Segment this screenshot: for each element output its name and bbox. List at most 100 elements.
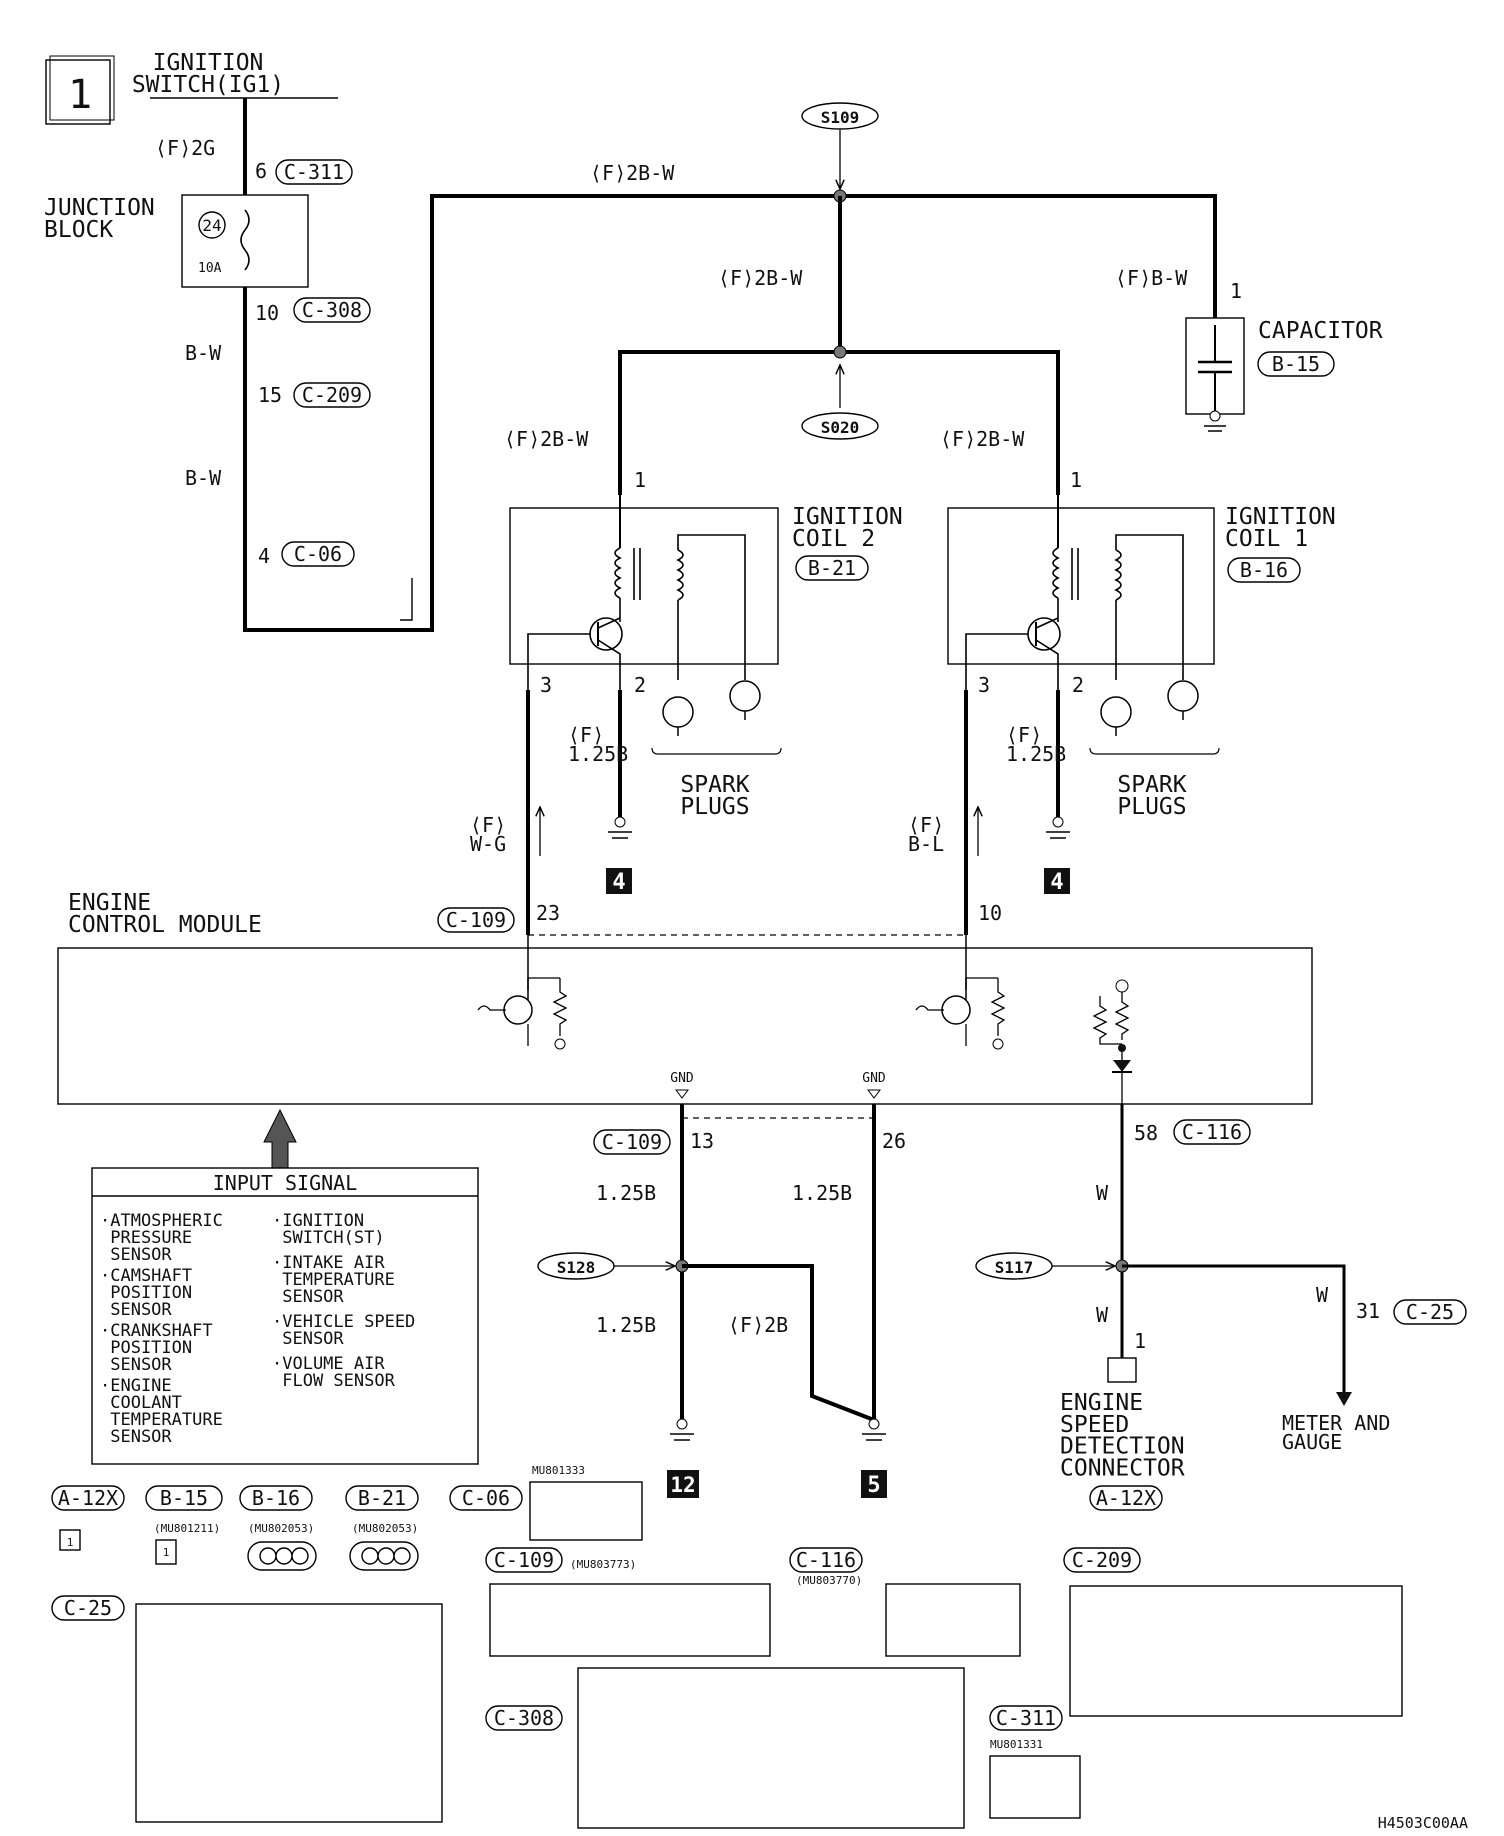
wire-w3: W	[1316, 1283, 1329, 1307]
wire-bw-upper: B-W	[185, 341, 222, 365]
svg-text:C-109: C-109	[602, 1130, 662, 1154]
face-c311-tag: C-311	[989, 1705, 1063, 1731]
wire-top-bus: ⟨F⟩2B-W	[590, 161, 675, 185]
fuse-rating: 10A	[198, 261, 222, 276]
connector-c25-tag: C-25	[1393, 1299, 1467, 1325]
ignition-coil-1	[947, 495, 1215, 736]
face-c209-tag: C-209	[1063, 1547, 1141, 1573]
pn-c06: MU801333	[532, 1464, 585, 1477]
gnd-label-2: GND	[862, 1071, 886, 1086]
capacitor-label: CAPACITOR	[1258, 318, 1383, 344]
face-c109-tag: C-109	[485, 1547, 563, 1573]
route-arrow-mark	[400, 578, 413, 621]
ground-ref-4b: 4	[1044, 868, 1070, 895]
input-arrow	[263, 1108, 297, 1169]
pin-ecm-10: 10	[978, 901, 1002, 925]
input-left-item-0: ·ATMOSPHERIC PRESSURE SENSOR	[100, 1211, 223, 1265]
ground-jumper	[682, 1264, 875, 1422]
svg-text:C-209: C-209	[302, 383, 362, 407]
capacitor	[1185, 317, 1245, 432]
pn-c109: (MU803773)	[570, 1558, 636, 1571]
svg-text:5: 5	[867, 1473, 880, 1498]
svg-text:A-12X: A-12X	[1096, 1486, 1156, 1510]
pin-coil1-2: 2	[1072, 673, 1084, 697]
svg-text:C-25: C-25	[64, 1596, 112, 1620]
fuse-number: 24	[202, 216, 221, 235]
input-right-item-1: ·INTAKE AIR TEMPERATURE SENSOR	[272, 1253, 395, 1307]
svg-text:C-311: C-311	[284, 160, 344, 184]
footer-code: H4503C00AA	[1378, 1814, 1468, 1832]
svg-text:C-109: C-109	[446, 908, 506, 932]
svg-text:B-15: B-15	[1272, 352, 1320, 376]
wire-coil2-gnd: ⟨F⟩1.25B	[568, 723, 628, 766]
pin-ecm-58: 58	[1134, 1121, 1158, 1145]
svg-text:C-25: C-25	[1406, 1300, 1454, 1324]
wire-cap: ⟨F⟩B-W	[1115, 266, 1188, 290]
face-c25-tag: C-25	[51, 1595, 125, 1621]
svg-text:C-116: C-116	[1182, 1120, 1242, 1144]
svg-text:B-21: B-21	[358, 1486, 406, 1510]
input-right-item-2: ·VEHICLE SPEED SENSOR	[272, 1312, 415, 1349]
wire-gnd-right: 1.25B	[792, 1181, 852, 1205]
page-number-box: 1	[45, 55, 115, 125]
input-right-item-0: ·IGNITION SWITCH(ST)	[272, 1211, 385, 1248]
svg-text:C-311: C-311	[996, 1706, 1056, 1730]
wire-bw-lower: B-W	[185, 466, 222, 490]
pin-c308-10: 10	[255, 301, 279, 325]
input-left-item-2: ·CRANKSHAFT POSITION SENSOR	[100, 1321, 213, 1375]
wire-coil1-gnd: ⟨F⟩1.25B	[1006, 723, 1066, 766]
page-number: 1	[68, 72, 92, 118]
pin-ecm-23: 23	[536, 901, 560, 925]
svg-text:B-15: B-15	[160, 1486, 208, 1510]
wire-mid-bus: ⟨F⟩2B-W	[718, 266, 803, 290]
wire-ecm-bl: ⟨F⟩B-L	[908, 813, 944, 856]
pn-c116: (MU803770)	[796, 1574, 862, 1587]
pn-b15: (MU801211)	[154, 1522, 220, 1535]
feed-wire	[243, 98, 1217, 632]
pin-coil1-3: 3	[978, 673, 990, 697]
connector-c109-top-tag: C-109	[437, 907, 515, 933]
pin-coil2-1: 1	[634, 468, 646, 492]
pn-c311: MU801331	[990, 1738, 1043, 1751]
pin-c311-6: 6	[255, 159, 267, 183]
svg-text:C-06: C-06	[462, 1486, 510, 1510]
splice-s117: S117	[975, 1252, 1053, 1280]
svg-text:4: 4	[1050, 870, 1063, 895]
svg-text:S020: S020	[821, 418, 860, 437]
wire-gnd-left-lower: 1.25B	[596, 1313, 656, 1337]
connector-b15-tag: B-15	[1257, 351, 1335, 377]
connector-c308-tag: C-308	[293, 297, 371, 323]
svg-text:C-209: C-209	[1072, 1548, 1132, 1572]
svg-text:S109: S109	[821, 108, 860, 127]
splice-s109: S109	[801, 102, 879, 130]
svg-text:C-308: C-308	[302, 298, 362, 322]
input-left-item-3: ·ENGINE COOLANT TEMPERATURE SENSOR	[100, 1376, 223, 1447]
pin-c209-15: 15	[258, 383, 282, 407]
svg-text:4: 4	[612, 870, 625, 895]
wire-w2: W	[1096, 1303, 1109, 1327]
connector-a12x-tag: A-12X	[1089, 1485, 1163, 1511]
esd-connector-symbol	[1107, 1357, 1137, 1383]
gnd-label-1: GND	[670, 1071, 694, 1086]
input-right-item-3: ·VOLUME AIR FLOW SENSOR	[272, 1354, 396, 1391]
ground-ref-4a: 4	[606, 868, 632, 895]
pin-ecm-26: 26	[882, 1129, 906, 1153]
svg-text:B-16: B-16	[1240, 558, 1288, 582]
svg-text:C-308: C-308	[494, 1706, 554, 1730]
svg-text:1: 1	[67, 1536, 74, 1549]
pin-c06-4: 4	[258, 544, 270, 568]
input-signal-title: INPUT SIGNAL	[213, 1171, 358, 1195]
face-b15-tag: B-15	[145, 1485, 223, 1511]
wire-w1: W	[1096, 1181, 1109, 1205]
wire-coil1-feed: ⟨F⟩2B-W	[940, 427, 1025, 451]
connector-c116-tag: C-116	[1173, 1119, 1251, 1145]
pin-coil2-2: 2	[634, 673, 646, 697]
svg-text:B-16: B-16	[252, 1486, 300, 1510]
